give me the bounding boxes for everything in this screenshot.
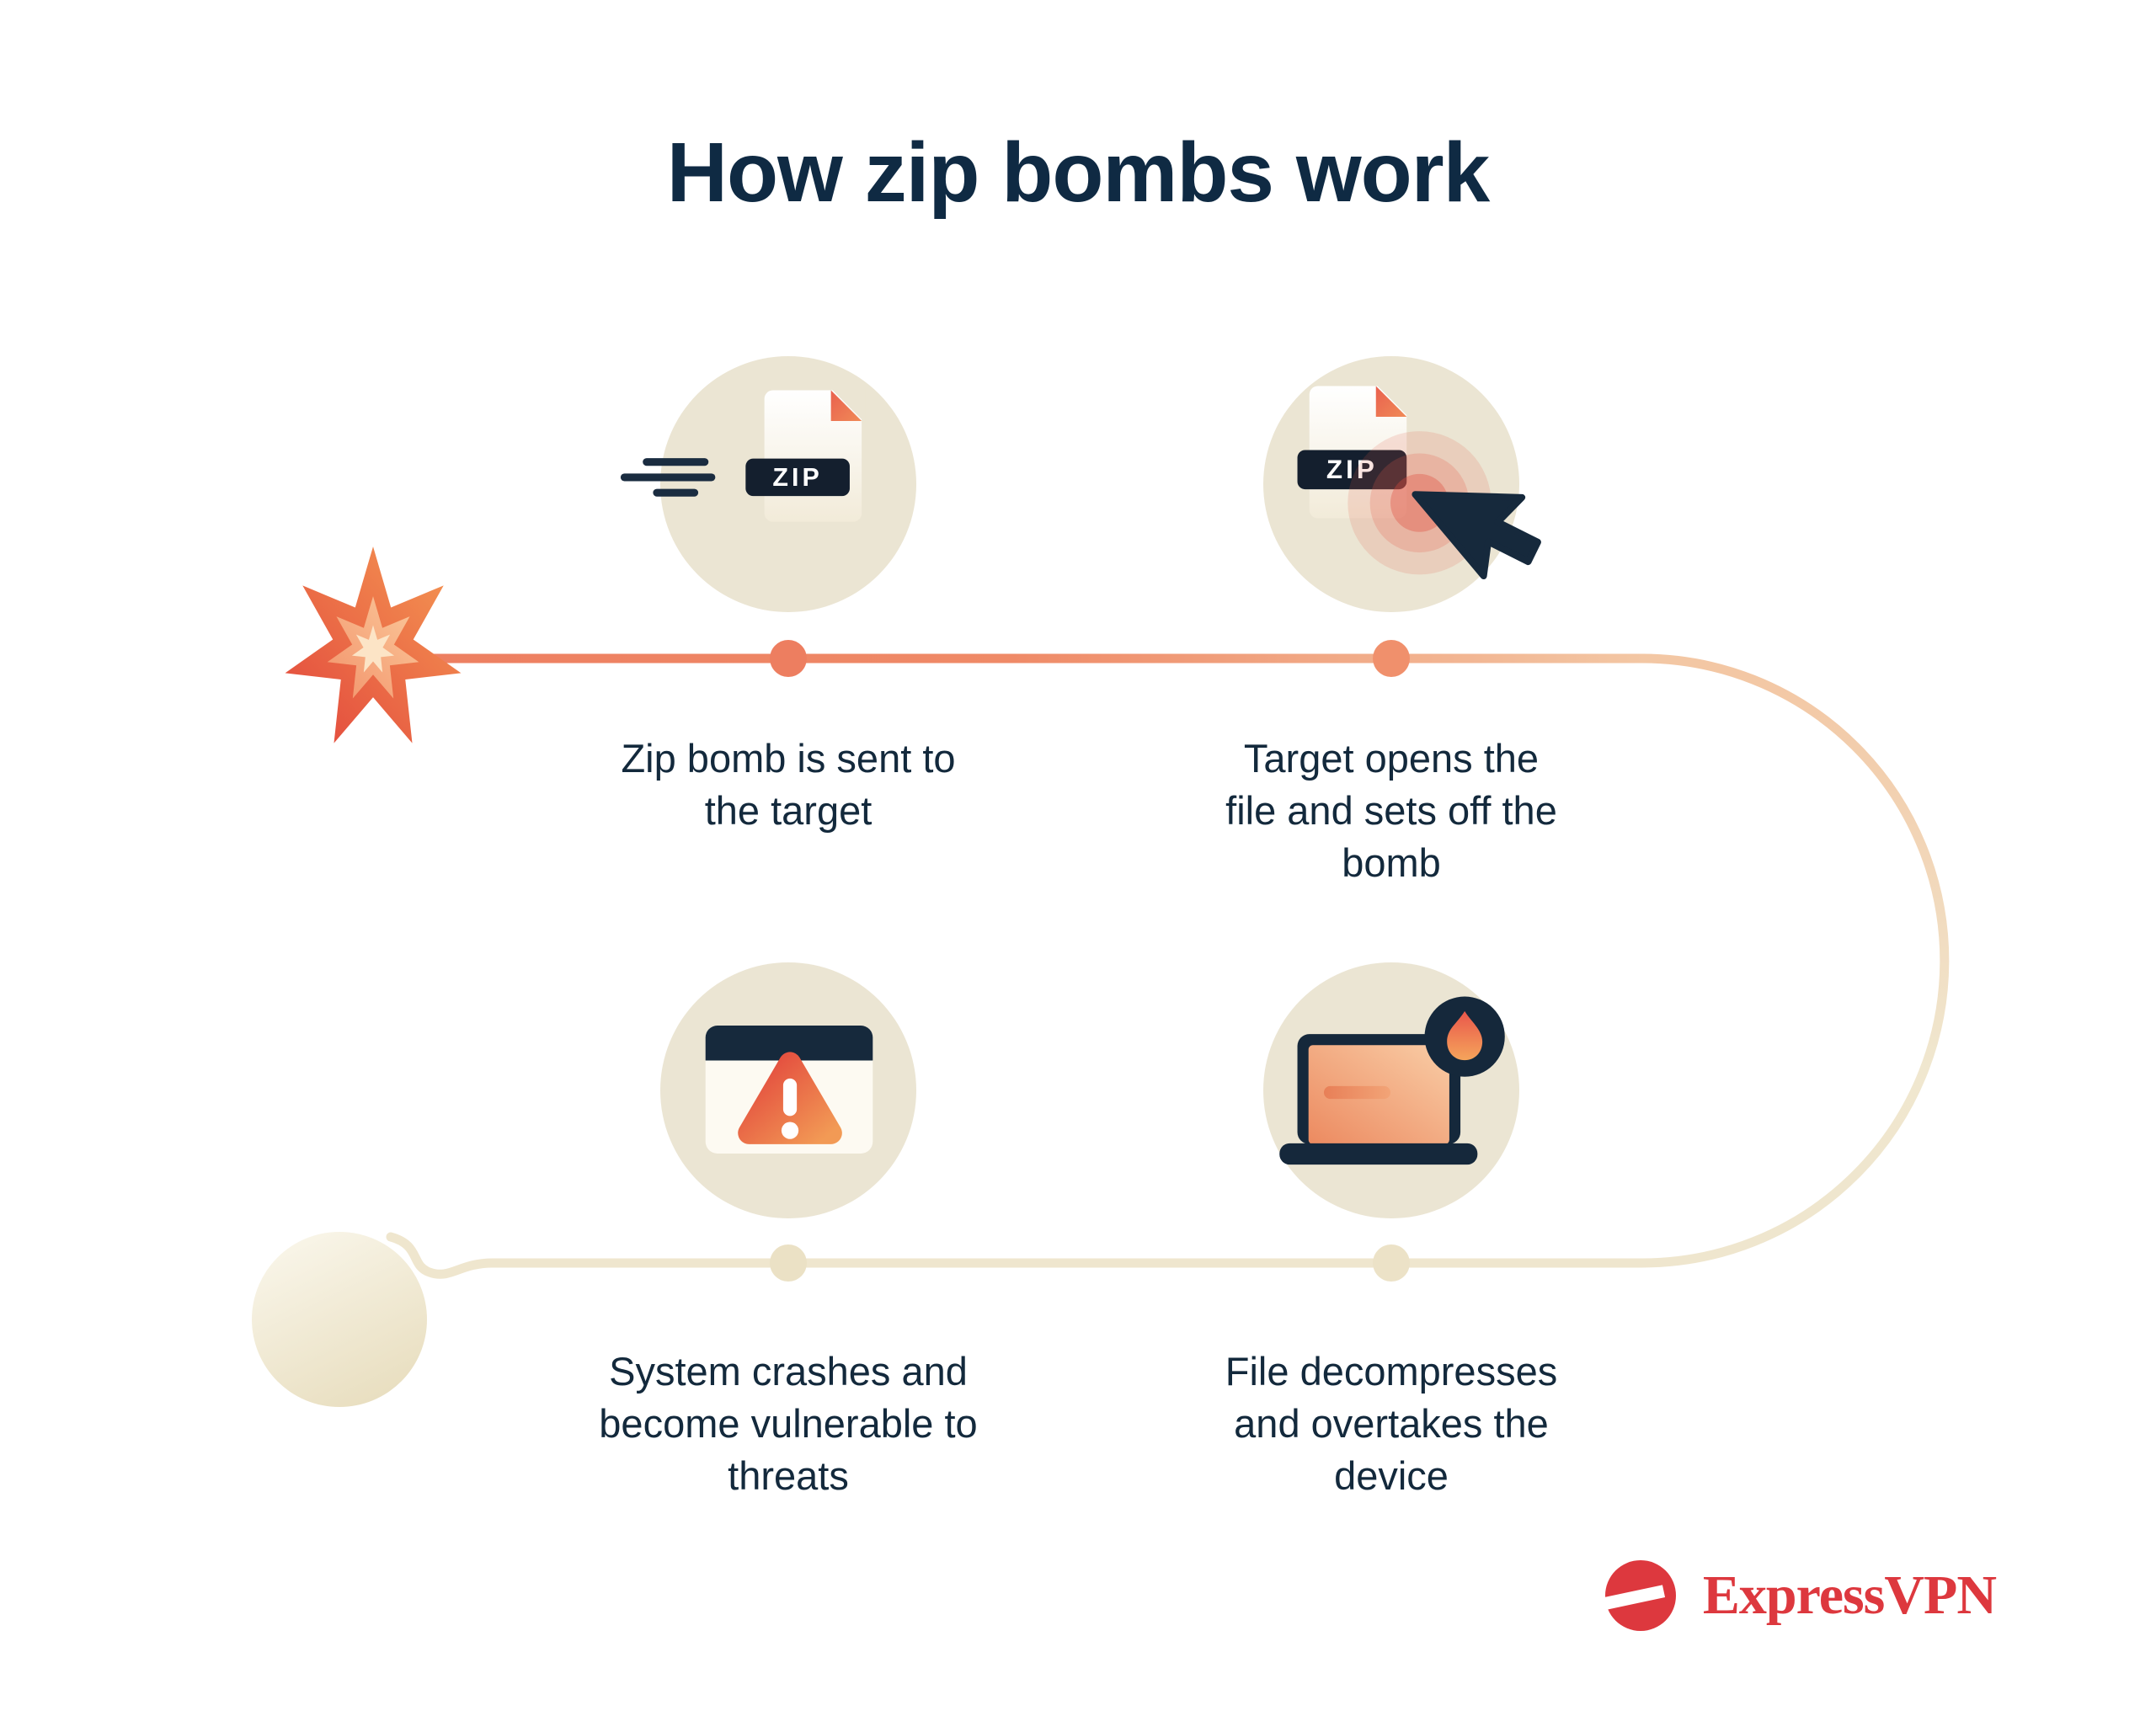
flow-node-1: [770, 640, 807, 677]
browser-titlebar: [705, 1025, 873, 1061]
step-icon-3: [1263, 962, 1519, 1218]
zip-file-cursor-icon: ZIP: [1297, 384, 1541, 579]
expressvpn-logo: ExpressVPN: [1598, 1553, 1997, 1638]
brand-name: ExpressVPN: [1702, 1564, 1997, 1626]
explosion-icon: [285, 546, 462, 743]
zip-file-icon: ZIP: [1297, 384, 1411, 519]
step-label-3: File decompresses and overtakes the devi…: [1225, 1349, 1558, 1499]
step-label-4: System crashes and become vulnerable to …: [599, 1349, 978, 1499]
step-label-1: Zip bomb is sent to the target: [621, 736, 956, 834]
flame-icon: [1447, 1010, 1483, 1061]
speed-lines-icon: [620, 458, 716, 497]
zip-badge: [1297, 450, 1407, 490]
fire-badge: [1424, 996, 1505, 1077]
step-label-2: Target opens the file and sets off the b…: [1225, 736, 1557, 886]
browser-warning-icon: [705, 1025, 873, 1154]
laptop-fire-icon: [1279, 996, 1505, 1165]
warning-triangle-icon: [738, 1052, 842, 1144]
bomb-icon: [252, 1232, 427, 1407]
cursor-icon: [1412, 491, 1541, 579]
flow-path-curve: [386, 653, 1950, 1279]
flow-node-4: [770, 1244, 807, 1282]
zip-badge-label: ZIP: [772, 463, 822, 492]
flow-node-3: [1373, 1244, 1410, 1282]
expressvpn-logo-icon: [1598, 1560, 1676, 1631]
step-icon-1: ZIP: [620, 356, 916, 612]
step-icon-2: ZIP: [1263, 356, 1541, 612]
laptop-icon: [1279, 1034, 1478, 1165]
step-icon-4: [660, 962, 916, 1218]
zip-badge-label: ZIP: [1326, 455, 1378, 484]
page-title: How zip bombs work: [666, 125, 1490, 220]
zip-badge: [745, 458, 850, 497]
zip-file-speed-icon: ZIP: [620, 388, 866, 522]
zip-file-icon: ZIP: [745, 388, 866, 522]
flow-node-2: [1373, 640, 1410, 677]
